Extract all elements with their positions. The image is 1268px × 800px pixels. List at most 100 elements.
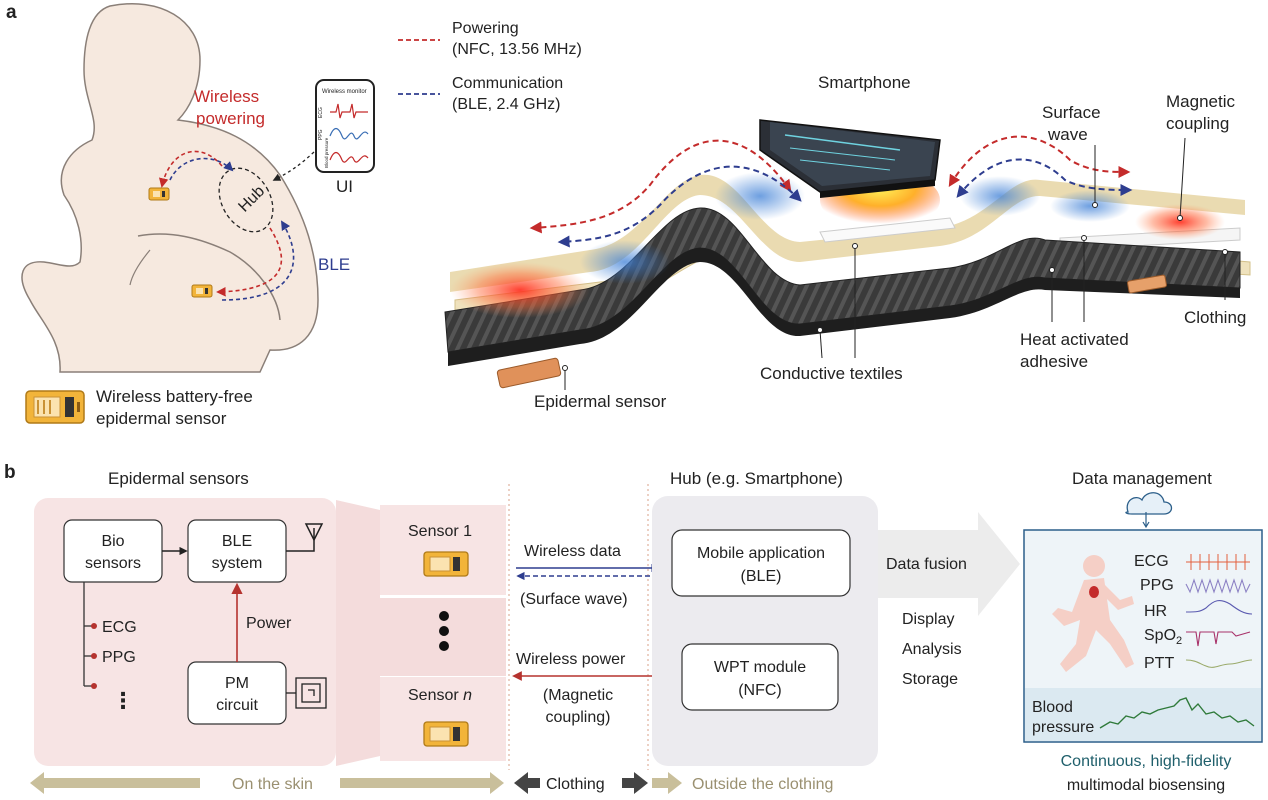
hr-trace bbox=[1185, 599, 1253, 615]
caption-line1: Continuous, high-fidelity bbox=[1061, 753, 1232, 770]
magnetic-coupling-b-1: (Magnetic bbox=[543, 687, 613, 704]
epidermal-sensors-title: Epidermal sensors bbox=[108, 469, 249, 488]
ellipsis-dot-3 bbox=[439, 641, 449, 651]
data-management-title: Data management bbox=[1072, 469, 1212, 488]
panel-a-label: a bbox=[6, 2, 17, 23]
coil-icon bbox=[286, 677, 327, 709]
zone-outside-label: Outside the clothing bbox=[692, 776, 833, 793]
antenna-icon bbox=[286, 523, 324, 552]
sensor-on-arm bbox=[191, 284, 213, 298]
magnetic-coupling-label-2: coupling bbox=[1166, 114, 1229, 133]
wpt-module-box bbox=[681, 643, 839, 711]
ble-system-line2: system bbox=[212, 555, 263, 572]
ble-label: BLE bbox=[318, 255, 350, 274]
power-label: Power bbox=[246, 615, 292, 632]
legend-communication-2: (BLE, 2.4 GHz) bbox=[452, 96, 560, 113]
function-storage: Storage bbox=[902, 671, 958, 688]
ellipsis-dot-2 bbox=[439, 626, 449, 636]
sensor-legend-line2: epidermal sensor bbox=[96, 409, 227, 428]
zone-clothing-label: Clothing bbox=[546, 776, 605, 793]
hub-outline bbox=[218, 167, 274, 233]
bio-sensors-line1: Bio bbox=[101, 533, 124, 550]
body-silhouette bbox=[21, 3, 319, 373]
channel-ecg: ECG bbox=[102, 619, 137, 636]
surface-wave-b-label: (Surface wave) bbox=[520, 591, 628, 608]
phone-row-ppg: PPG bbox=[318, 129, 324, 140]
sensor-n-label: Sensor n bbox=[408, 687, 472, 704]
panel-b: b Epidermal sensors Bio sensors BLE syst… bbox=[4, 462, 1263, 794]
ui-arrow bbox=[272, 151, 315, 181]
mobile-app-line2: (BLE) bbox=[741, 568, 782, 585]
bp-label-2: pressure bbox=[1032, 719, 1094, 736]
wpt-module-line2: (NFC) bbox=[738, 682, 782, 699]
sensor-1-label: Sensor 1 bbox=[408, 523, 472, 540]
heat-adhesive-label-2: adhesive bbox=[1020, 352, 1088, 371]
conductive-textiles-label: Conductive textiles bbox=[760, 364, 903, 383]
phone-screen-title: Wireless monitor bbox=[322, 89, 367, 95]
ptt-trace bbox=[1185, 659, 1253, 668]
phone-row-ecg: ECG bbox=[318, 107, 324, 118]
channel-more: ⋮ bbox=[112, 688, 134, 713]
arm-line bbox=[129, 249, 151, 286]
ble-system-line1: BLE bbox=[222, 533, 252, 550]
sensor-n-panel bbox=[380, 677, 506, 761]
legend-powering-1: Powering bbox=[452, 20, 519, 37]
spo2-trace bbox=[1186, 631, 1251, 647]
ble-arrow-chest bbox=[169, 157, 234, 181]
ui-label: UI bbox=[336, 177, 353, 196]
power-arrow-arm bbox=[216, 227, 283, 297]
ble-system-box bbox=[187, 519, 287, 583]
function-analysis: Analysis bbox=[902, 641, 962, 658]
phone-ui: Wireless monitor ECG PPG Blood pressure bbox=[315, 79, 375, 173]
channel-ppg: PPG bbox=[102, 649, 136, 666]
ecg-trace bbox=[1186, 554, 1250, 570]
phone-row-bp: Blood pressure bbox=[324, 137, 329, 168]
sensor-on-chest bbox=[148, 187, 170, 201]
signal-ecg-label: ECG bbox=[1134, 553, 1169, 570]
ppg-trace bbox=[1185, 578, 1251, 594]
wireless-powering-label-2: powering bbox=[196, 109, 265, 128]
panel-a: a Hub Wireless powering BLE bbox=[6, 2, 1251, 428]
wireless-powering-label-1: Wireless bbox=[194, 87, 259, 106]
blood-pressure-band bbox=[1025, 688, 1261, 741]
magnetic-coupling-label-1: Magnetic bbox=[1166, 92, 1235, 111]
data-fusion-arrow bbox=[878, 512, 1020, 616]
bio-sensors-line2: sensors bbox=[85, 555, 141, 572]
sensor-legend-icon bbox=[25, 390, 85, 424]
wpt-module-line1: WPT module bbox=[714, 659, 806, 676]
pm-circuit-line2: circuit bbox=[216, 697, 258, 714]
bp-trace bbox=[1099, 697, 1255, 729]
caption-line2: multimodal biosensing bbox=[1067, 777, 1225, 794]
surface-wave-label-1: Surface bbox=[1042, 103, 1101, 122]
wireless-data-label: Wireless data bbox=[524, 543, 621, 560]
magnetic-coupling-b-2: coupling) bbox=[546, 709, 611, 726]
runner-icon bbox=[1052, 555, 1134, 672]
signal-hr-label: HR bbox=[1144, 603, 1167, 620]
bp-label-1: Blood bbox=[1032, 699, 1073, 716]
bio-sensors-box bbox=[63, 519, 163, 583]
power-arrow-chest bbox=[158, 150, 223, 188]
panel-b-label: b bbox=[4, 462, 16, 483]
data-fusion-label: Data fusion bbox=[886, 556, 967, 573]
pm-circuit-line1: PM bbox=[225, 675, 249, 692]
clothing-label: Clothing bbox=[1184, 308, 1246, 327]
wireless-power-label: Wireless power bbox=[516, 651, 626, 668]
legend-communication-1: Communication bbox=[452, 75, 563, 92]
signal-ptt-label: PTT bbox=[1144, 655, 1174, 672]
arm-outline bbox=[137, 233, 281, 321]
zoom-funnel bbox=[336, 500, 506, 766]
function-display: Display bbox=[902, 611, 954, 628]
legend-powering-2: (NFC, 13.56 MHz) bbox=[452, 41, 582, 58]
ble-arrow-arm bbox=[221, 220, 295, 301]
sensor-n-icon bbox=[423, 721, 469, 747]
heat-adhesive-label-1: Heat activated bbox=[1020, 330, 1129, 349]
signal-spo2-label: SpO2 bbox=[1144, 627, 1182, 647]
sensor-1-panel bbox=[380, 505, 506, 595]
mobile-app-line1: Mobile application bbox=[697, 545, 825, 562]
surface-wave-label-2: wave bbox=[1047, 125, 1088, 144]
hub-title: Hub (e.g. Smartphone) bbox=[670, 469, 843, 488]
ellipsis-dot-1 bbox=[439, 611, 449, 621]
zone-skin-label: On the skin bbox=[232, 776, 313, 793]
smartphone-label: Smartphone bbox=[818, 73, 911, 92]
